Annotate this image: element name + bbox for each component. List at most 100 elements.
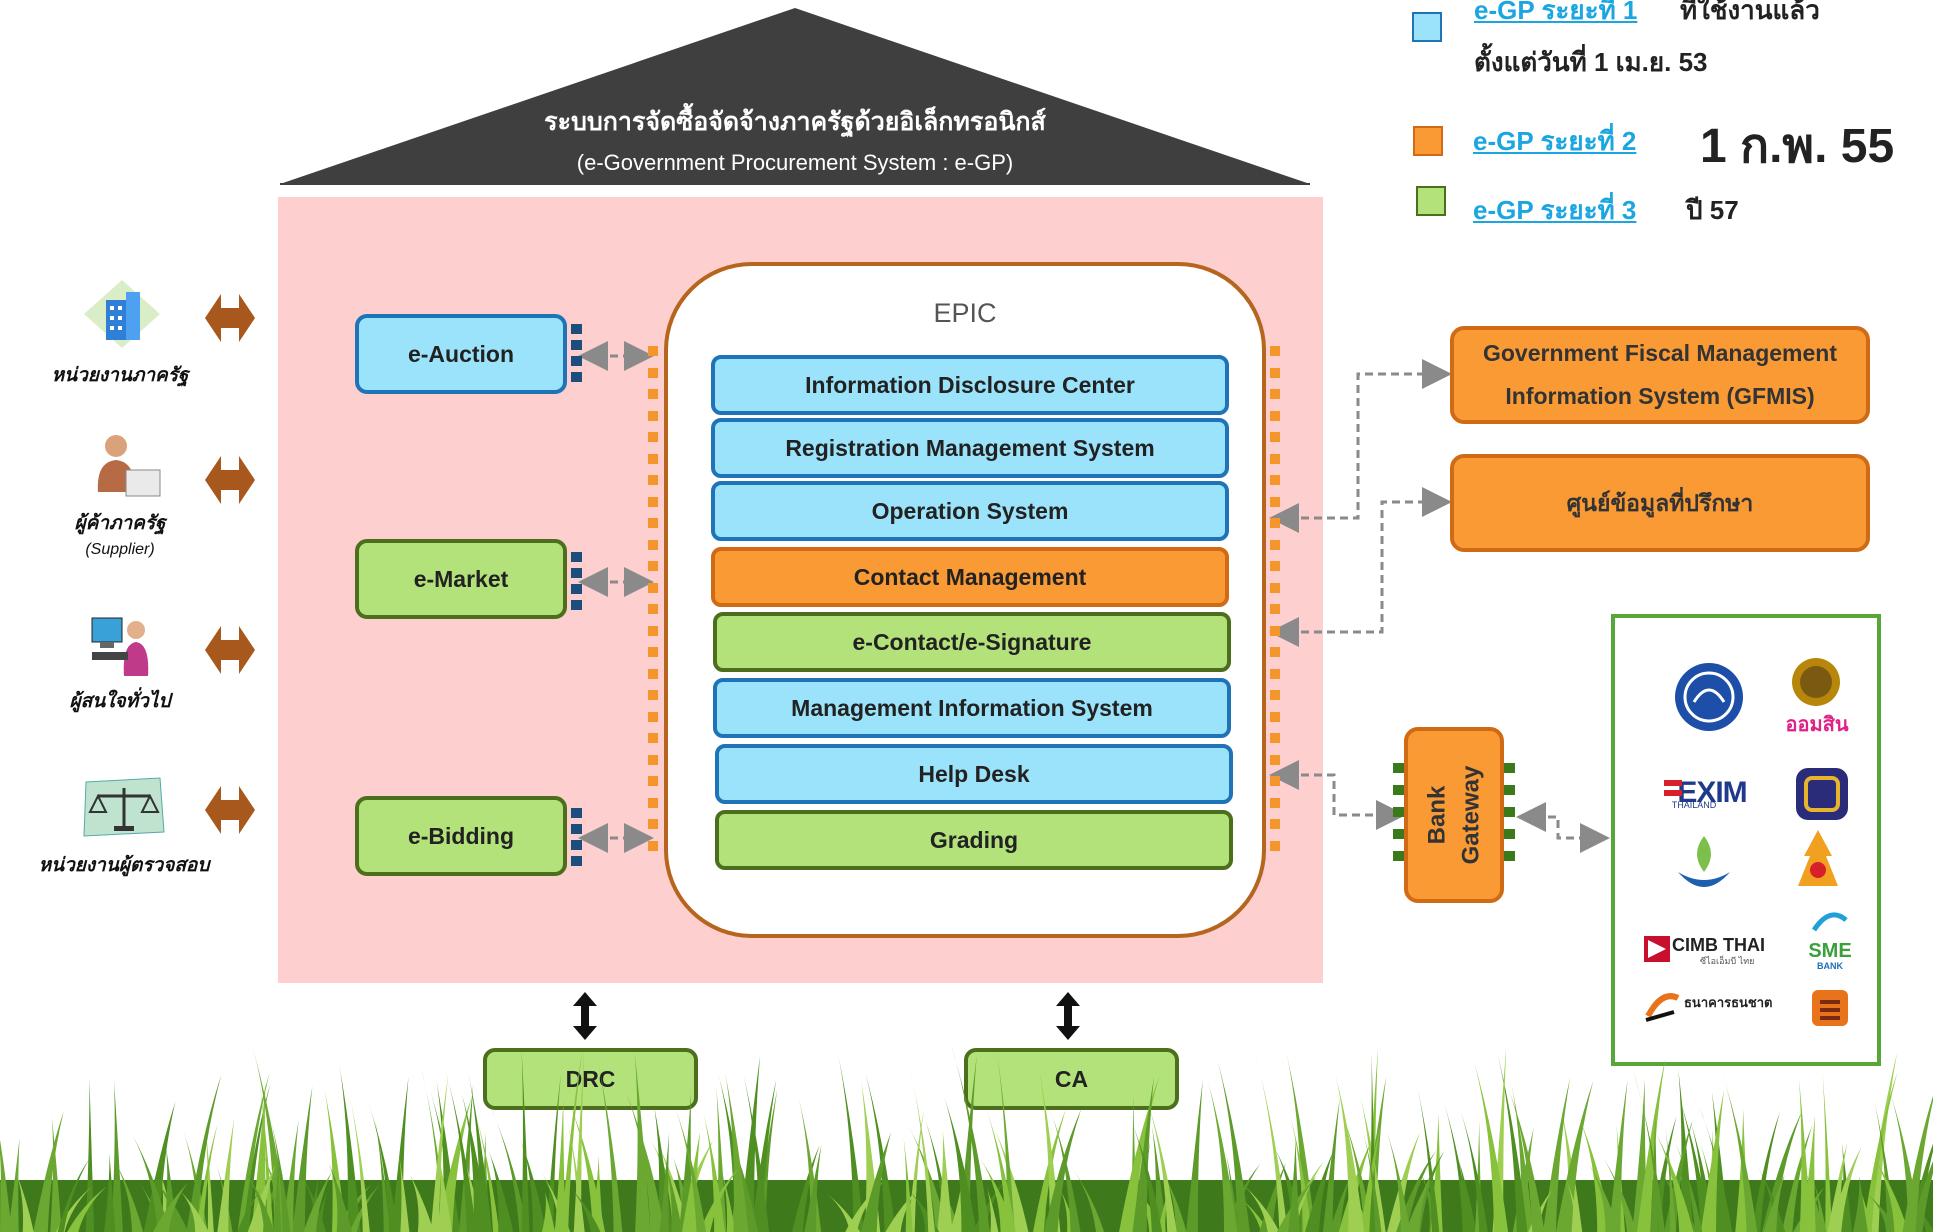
- connector-pin: [571, 856, 582, 866]
- grass-blade: [409, 1174, 434, 1232]
- sme-text: SME: [1808, 940, 1852, 962]
- grass-blade: [1361, 1126, 1382, 1232]
- grass-blade: [50, 1117, 62, 1232]
- layer-registration-management-system[interactable]: Registration Management System: [711, 418, 1229, 478]
- thai-emblem-logo: [1798, 830, 1838, 886]
- connector-pin: [1393, 807, 1404, 817]
- connector-pin: [648, 776, 658, 786]
- grass-blade: [1665, 1127, 1677, 1232]
- grass-blade: [1873, 1098, 1896, 1232]
- e-market-module[interactable]: e-Market: [355, 539, 567, 619]
- grass-blade: [1870, 1152, 1909, 1232]
- grass-blade: [147, 1171, 189, 1232]
- scales-of-justice-icon: [83, 777, 165, 837]
- grass-blade: [1151, 1126, 1167, 1232]
- grass-blade: [1441, 1094, 1472, 1232]
- connector-pin: [1270, 819, 1280, 829]
- grass-blade: [1360, 1124, 1381, 1232]
- e-auction-module[interactable]: e-Auction: [355, 314, 567, 394]
- grass-blade: [204, 1120, 214, 1232]
- cimb-mark-icon: [1644, 936, 1670, 962]
- grass-blade: [373, 1112, 390, 1232]
- roof-shape: [280, 8, 1310, 185]
- layer-contact-management[interactable]: Contact Management: [711, 547, 1229, 607]
- grass-blade: [737, 1154, 758, 1232]
- grass-blade: [1678, 1068, 1694, 1232]
- grass-blade: [1763, 1174, 1785, 1232]
- layer-grading[interactable]: Grading: [715, 810, 1233, 870]
- connector-pin: [1270, 540, 1280, 550]
- connector-pin: [648, 841, 658, 851]
- drc-box[interactable]: DRC: [483, 1048, 698, 1110]
- bank-of-thailand-logo: [1675, 663, 1743, 731]
- grass-blade: [1564, 1175, 1582, 1232]
- connector-pin: [571, 808, 582, 818]
- connector-pin: [1270, 841, 1280, 851]
- legend-phase1-text: ที่ใช้งานแล้ว: [1680, 0, 1820, 25]
- connector-pin: [1504, 851, 1515, 861]
- thanachart-logo: [1645, 993, 1680, 1022]
- grass-blade: [57, 1158, 90, 1232]
- ca-box[interactable]: CA: [964, 1048, 1179, 1110]
- e-bidding-module[interactable]: e-Bidding: [355, 796, 567, 876]
- grass-blade: [1827, 1142, 1848, 1232]
- grass-blade: [129, 1129, 170, 1232]
- grass-blade: [1511, 1085, 1534, 1232]
- layer-e-contact-e-signature[interactable]: e-Contact/e-Signature: [713, 612, 1231, 672]
- layer-operation-system[interactable]: Operation System: [711, 481, 1229, 541]
- grass-blade: [596, 1054, 623, 1232]
- grass-blade: [1069, 1164, 1105, 1232]
- gfmis-box[interactable]: Government Fiscal Management Information…: [1450, 326, 1870, 424]
- layer-management-information-system[interactable]: Management Information System: [713, 678, 1231, 738]
- layer-information-disclosure-center[interactable]: Information Disclosure Center: [711, 355, 1229, 415]
- grass-blade: [1457, 1103, 1488, 1232]
- connector-pin: [1270, 669, 1280, 679]
- connector-pin: [648, 540, 658, 550]
- grass-blade: [104, 1153, 116, 1232]
- legend-phase3-link[interactable]: e-GP ระยะที่ 3: [1473, 195, 1637, 225]
- double-arrow-icon: [205, 294, 255, 342]
- connector-pin: [1504, 807, 1515, 817]
- grass-blade: [1812, 1178, 1827, 1232]
- grass-blade: [822, 1189, 861, 1232]
- bank-gateway-box[interactable]: Bank Gateway: [1404, 727, 1504, 903]
- connector-pin: [571, 324, 582, 334]
- legend-phase2-link[interactable]: e-GP ระยะที่ 2: [1473, 126, 1637, 156]
- grass-blade: [1751, 1111, 1781, 1232]
- connector-pin: [648, 432, 658, 442]
- grass-blade: [1633, 1070, 1666, 1232]
- islamic-bank-logo: [1678, 836, 1730, 887]
- grass-blade: [1186, 1079, 1203, 1232]
- connector-pin: [1270, 497, 1280, 507]
- double-arrow-icon: [205, 626, 255, 674]
- grass-blade: [554, 1099, 566, 1232]
- connector-pin: [571, 840, 582, 850]
- legend-phase2-swatch: [1413, 126, 1443, 156]
- layer-help-desk[interactable]: Help Desk: [715, 744, 1233, 804]
- grass-blade: [1674, 1083, 1711, 1232]
- connector-pin: [648, 475, 658, 485]
- exim-red-mark: [1664, 780, 1682, 796]
- connector-pin: [571, 584, 582, 594]
- grass-blade: [399, 1155, 410, 1232]
- connector-pin: [648, 389, 658, 399]
- grass-blade: [1711, 1091, 1729, 1232]
- grass-blade: [1130, 1117, 1163, 1232]
- grass-blade: [437, 1158, 452, 1232]
- grass-blade: [1322, 1097, 1340, 1232]
- connector-pin: [648, 647, 658, 657]
- connector-pin: [1504, 785, 1515, 795]
- connector-pin: [1393, 763, 1404, 773]
- grass-blade: [445, 1071, 477, 1232]
- grass-blade: [1589, 1164, 1620, 1232]
- grass-blade: [33, 1111, 64, 1232]
- grass-blade: [634, 1052, 651, 1232]
- grass-blade: [468, 1074, 492, 1232]
- grass-blade: [328, 1163, 353, 1232]
- connector-pin: [1270, 604, 1280, 614]
- consult-center-box[interactable]: ศูนย์ข้อมูลที่ปรึกษา: [1450, 454, 1870, 552]
- connector-pin: [1393, 851, 1404, 861]
- gfmis-line1: Government Fiscal Management: [1482, 340, 1838, 366]
- grass-blade: [561, 1049, 583, 1232]
- legend-phase1-link[interactable]: e-GP ระยะที่ 1: [1474, 0, 1638, 25]
